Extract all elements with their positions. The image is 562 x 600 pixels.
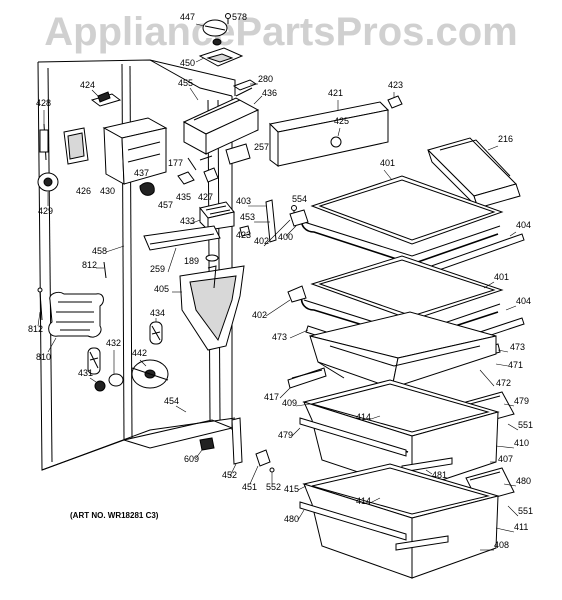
label-447: 447 — [180, 12, 195, 22]
part-labels: 447 578 450 424 428 455 280 436 421 423 … — [28, 12, 533, 550]
middle-glass-shelf — [287, 255, 504, 341]
label-428: 428 — [36, 98, 51, 108]
shelf-support-rail — [268, 95, 403, 167]
label-426: 426 — [76, 186, 91, 196]
label-424: 424 — [80, 80, 95, 90]
label-810: 810 — [36, 352, 51, 362]
label-189: 189 — [184, 256, 199, 266]
label-410: 410 — [514, 438, 529, 448]
label-479-left: 479 — [278, 430, 293, 440]
label-427: 427 — [198, 192, 213, 202]
label-407: 407 — [498, 454, 513, 464]
label-431: 431 — [78, 368, 93, 378]
label-401-upper: 401 — [380, 158, 395, 168]
label-402-upper: 402 — [254, 236, 269, 246]
label-259: 259 — [150, 264, 165, 274]
label-551-upper: 551 — [518, 420, 533, 430]
bottom-small-parts — [199, 417, 275, 473]
label-415: 415 — [284, 484, 299, 494]
label-451: 451 — [242, 482, 257, 492]
label-471: 471 — [508, 360, 523, 370]
top-vent-assembly — [198, 13, 244, 67]
label-435: 435 — [176, 192, 191, 202]
leader-lines — [37, 23, 519, 551]
label-578: 578 — [232, 12, 247, 22]
label-414-upper: 414 — [356, 412, 371, 422]
art-number: (ART NO. WR18281 C3) — [70, 511, 159, 520]
air-diffuser — [143, 225, 245, 351]
light-socket-parts — [139, 143, 251, 196]
label-430: 430 — [100, 186, 115, 196]
label-455: 455 — [178, 78, 193, 88]
label-404-upper: 404 — [516, 220, 531, 230]
label-403: 403 — [236, 196, 251, 206]
label-408: 408 — [494, 540, 509, 550]
label-479-right: 479 — [514, 396, 529, 406]
label-414-lower: 414 — [356, 496, 371, 506]
label-437: 437 — [134, 168, 149, 178]
label-433: 433 — [180, 216, 195, 226]
label-425: 425 — [334, 116, 349, 126]
label-481: 481 — [432, 470, 447, 480]
label-405: 405 — [154, 284, 169, 294]
label-480-right: 480 — [516, 476, 531, 486]
light-switch-parts — [37, 91, 122, 192]
label-401-lower: 401 — [494, 272, 509, 282]
label-453: 453 — [240, 212, 255, 222]
label-480-left: 480 — [284, 514, 299, 524]
crisper-cover — [309, 311, 497, 389]
label-458: 458 — [92, 246, 107, 256]
fresh-food-liner — [37, 59, 236, 471]
label-552: 552 — [266, 482, 281, 492]
air-duct-housing — [182, 79, 260, 155]
label-609: 609 — [184, 454, 199, 464]
label-409: 409 — [282, 398, 297, 408]
label-436: 436 — [262, 88, 277, 98]
label-454: 454 — [164, 396, 179, 406]
label-812-lower: 812 — [28, 324, 43, 334]
shelf-bracket — [239, 199, 297, 243]
light-shield — [102, 117, 168, 185]
label-473-left: 473 — [272, 332, 287, 342]
label-442: 442 — [132, 348, 147, 358]
label-411: 411 — [514, 522, 528, 532]
label-257: 257 — [254, 142, 269, 152]
upper-glass-shelf — [289, 175, 504, 265]
label-450: 450 — [180, 58, 195, 68]
damper-fan-parts — [87, 321, 169, 392]
label-423-lower: 423 — [236, 230, 251, 240]
label-417: 417 — [264, 392, 279, 402]
label-457: 457 — [158, 200, 173, 210]
label-421: 421 — [328, 88, 343, 98]
label-472: 472 — [496, 378, 511, 388]
lower-crisper-drawer — [299, 463, 500, 579]
label-216: 216 — [498, 134, 513, 144]
label-452: 452 — [222, 470, 237, 480]
heater-element — [37, 261, 107, 338]
label-473-right: 473 — [510, 342, 525, 352]
thermostat-box — [199, 201, 235, 232]
label-423: 423 — [388, 80, 403, 90]
label-554: 554 — [292, 194, 307, 204]
label-551-lower: 551 — [518, 506, 533, 516]
label-400-upper: 400 — [278, 232, 293, 242]
label-434: 434 — [150, 308, 165, 318]
label-429: 429 — [38, 206, 53, 216]
label-432: 432 — [106, 338, 121, 348]
label-812-upper: 812 — [82, 260, 97, 270]
label-280: 280 — [258, 74, 273, 84]
snack-pan — [427, 137, 521, 209]
label-404-lower: 404 — [516, 296, 531, 306]
label-177: 177 — [168, 158, 183, 168]
label-402-lower: 402 — [252, 310, 267, 320]
